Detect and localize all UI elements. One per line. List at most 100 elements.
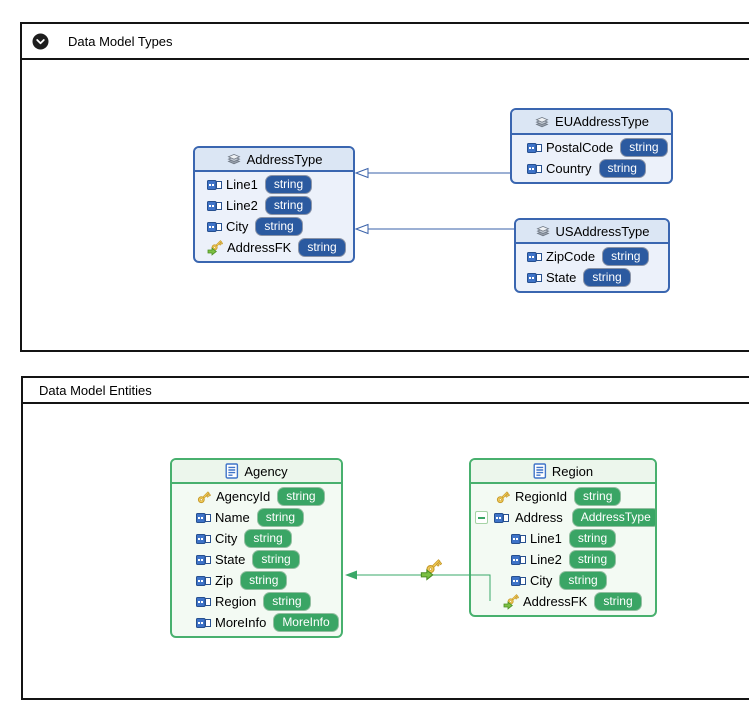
collapse-minus-icon[interactable] — [475, 511, 488, 524]
field-row[interactable]: ZipCode string — [516, 246, 668, 267]
entity-box-body: AgencyId string Name string City string … — [172, 484, 341, 636]
element-icon — [196, 618, 211, 628]
type-box-title: AddressType — [246, 151, 323, 167]
field-type-badge: string — [256, 508, 305, 527]
field-row[interactable]: Name string — [172, 507, 341, 528]
field-name: City — [215, 531, 238, 546]
field-name: Line2 — [226, 198, 258, 213]
entity-box-region-header[interactable]: Region — [471, 460, 655, 484]
element-icon — [196, 513, 211, 523]
field-name: Zip — [215, 573, 234, 588]
entities-panel-title: Data Model Entities — [39, 382, 152, 398]
entity-box-title: Region — [551, 463, 594, 479]
field-row[interactable]: PostalCode string — [512, 137, 671, 158]
entity-box-agency[interactable]: Agency AgencyId string Name string City … — [170, 458, 343, 638]
element-icon — [196, 555, 211, 565]
primary-key-icon — [196, 489, 212, 505]
field-row[interactable]: Country string — [512, 158, 671, 179]
field-type-badge: string — [298, 238, 346, 257]
entities-panel-header: Data Model Entities — [23, 378, 749, 404]
entity-box-region[interactable]: Region RegionId string Address AddressTy… — [469, 458, 657, 617]
element-icon — [196, 576, 211, 586]
field-type-badge: string — [594, 592, 642, 611]
field-row[interactable]: AddressFK string — [195, 237, 353, 258]
field-type-badge: string — [568, 529, 617, 548]
field-row[interactable]: MoreInfo MoreInfo — [172, 612, 341, 633]
field-type-badge: string — [602, 247, 650, 266]
field-type-badge: string — [252, 550, 300, 569]
complex-type-icon — [535, 223, 551, 239]
type-box-body: PostalCode string Country string — [512, 135, 671, 182]
primary-key-icon — [495, 489, 511, 505]
field-name: PostalCode — [546, 140, 614, 155]
element-icon — [527, 143, 542, 153]
field-type-badge: string — [583, 268, 631, 287]
field-name: AddressFK — [227, 240, 292, 255]
type-box-euaddresstype[interactable]: EUAddressType PostalCode string Country … — [510, 108, 673, 184]
field-name: State — [546, 270, 577, 285]
type-box-title: USAddressType — [555, 223, 650, 239]
field-name: City — [530, 573, 553, 588]
field-row[interactable]: State string — [516, 267, 668, 288]
entity-box-title: Agency — [244, 463, 288, 479]
field-row[interactable]: RegionId string — [471, 486, 655, 507]
element-icon — [207, 201, 222, 211]
field-name: AgencyId — [216, 489, 271, 504]
type-box-addresstype[interactable]: AddressType Line1 string Line2 string Ci… — [193, 146, 355, 263]
type-box-body: ZipCode string State string — [516, 244, 668, 291]
element-icon — [511, 576, 526, 586]
field-row[interactable]: Zip string — [172, 570, 341, 591]
field-row[interactable]: Line1 string — [195, 174, 353, 195]
field-row[interactable]: Address AddressType — [471, 507, 655, 528]
field-type-badge: string — [244, 529, 292, 548]
field-row[interactable]: Line2 string — [471, 549, 655, 570]
field-name: City — [226, 219, 249, 234]
type-box-usaddresstype-header[interactable]: USAddressType — [516, 220, 668, 244]
element-icon — [527, 252, 542, 262]
element-icon — [196, 597, 211, 607]
type-box-euaddresstype-header[interactable]: EUAddressType — [512, 110, 671, 135]
field-row[interactable]: Line1 string — [471, 528, 655, 549]
collapse-chevron-icon[interactable] — [32, 33, 49, 50]
field-type-badge: AddressType — [571, 508, 655, 527]
field-row[interactable]: AgencyId string — [172, 486, 341, 507]
field-type-badge: string — [620, 138, 668, 157]
element-icon — [527, 273, 542, 283]
field-name: Address — [515, 510, 563, 525]
field-type-badge: MoreInfo — [273, 613, 339, 632]
entity-document-icon — [225, 463, 239, 479]
field-row[interactable]: City string — [471, 570, 655, 591]
field-name: Name — [215, 510, 250, 525]
entity-box-agency-header[interactable]: Agency — [172, 460, 341, 484]
complex-type-icon — [226, 151, 242, 167]
field-name: Region — [215, 594, 257, 609]
field-row[interactable]: City string — [172, 528, 341, 549]
field-type-badge: string — [264, 196, 313, 215]
element-icon — [207, 180, 222, 190]
type-box-usaddresstype[interactable]: USAddressType ZipCode string State strin… — [514, 218, 670, 293]
field-type-badge: string — [559, 571, 607, 590]
foreign-key-icon — [207, 240, 223, 256]
field-name: Line1 — [226, 177, 258, 192]
entity-box-body: RegionId string Address AddressType Line… — [471, 484, 655, 615]
foreign-key-icon — [503, 594, 519, 610]
connector-foreign-key-icon[interactable] — [420, 559, 442, 581]
types-panel-title: Data Model Types — [68, 33, 173, 49]
field-row[interactable]: City string — [195, 216, 353, 237]
types-panel-header: Data Model Types — [22, 24, 749, 60]
type-box-addresstype-header[interactable]: AddressType — [195, 148, 353, 172]
field-type-badge: string — [255, 217, 303, 236]
field-type-badge: string — [598, 159, 646, 178]
field-type-badge: string — [240, 571, 288, 590]
field-name: State — [215, 552, 246, 567]
field-type-badge: string — [263, 592, 311, 611]
field-row[interactable]: State string — [172, 549, 341, 570]
field-row[interactable]: AddressFK string — [471, 591, 655, 612]
field-row[interactable]: Line2 string — [195, 195, 353, 216]
field-name: Country — [546, 161, 592, 176]
element-icon — [494, 513, 509, 523]
field-row[interactable]: Region string — [172, 591, 341, 612]
element-icon — [207, 222, 222, 232]
element-icon — [511, 534, 526, 544]
